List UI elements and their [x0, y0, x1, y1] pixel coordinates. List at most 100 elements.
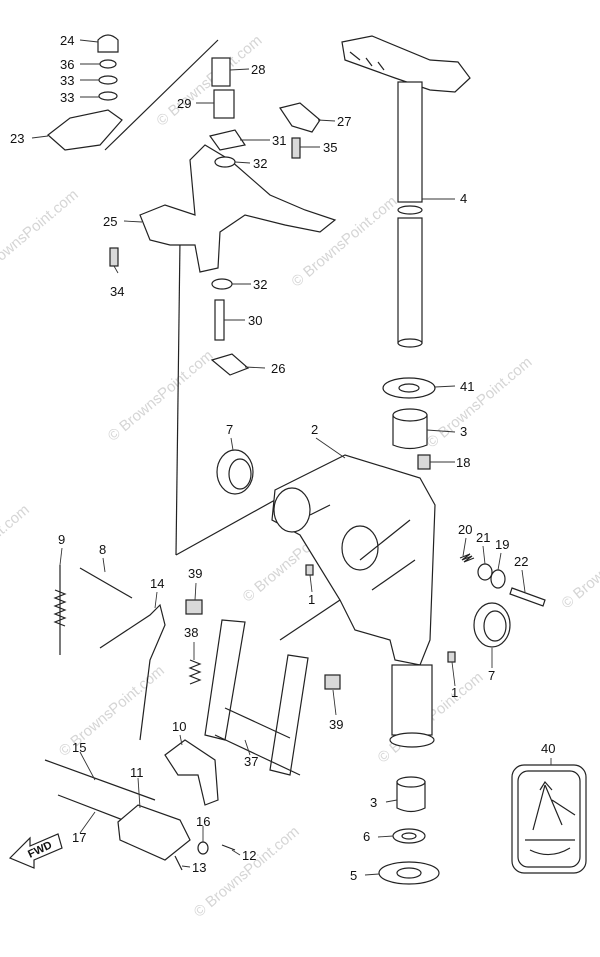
bracket-slots [349, 51, 385, 71]
clamp-lever-part [139, 144, 337, 273]
callout-13: 13 [192, 860, 206, 875]
callout-29: 29 [177, 96, 191, 111]
callout-30: 30 [248, 313, 262, 328]
callout-21: 21 [476, 530, 490, 545]
spring-20-part [459, 553, 475, 563]
callout-14: 14 [150, 576, 164, 591]
fwd-arrow-icon [8, 833, 63, 869]
plate-26-part [210, 353, 250, 376]
lever-arm-left [204, 619, 246, 741]
callout-39: 39 [329, 717, 343, 732]
plate-27-part [279, 102, 321, 133]
watermark-text: © BrownsPoint.com [288, 193, 400, 291]
bolt-22-part [509, 587, 546, 607]
lower-bushing-part [396, 781, 426, 813]
callout-15: 15 [72, 740, 86, 755]
decal-inner [517, 770, 581, 868]
collar-28-part [211, 57, 231, 87]
callout-labels: 1 1 2 3 3 4 5 6 7 7 8 9 10 11 12 13 14 1… [10, 33, 555, 883]
pin-13-part [174, 855, 183, 871]
pin-12-part [221, 844, 236, 851]
decal-40-part [511, 764, 587, 874]
callout-34: 34 [110, 284, 124, 299]
washer-16-part [197, 841, 209, 855]
callout-41: 41 [460, 379, 474, 394]
callout-5: 5 [350, 868, 357, 883]
grease-nipple-part [305, 564, 314, 576]
washer-21-part [477, 563, 493, 581]
callout-11: 11 [130, 765, 144, 780]
callout-23: 23 [10, 131, 24, 146]
spring-38-part [188, 659, 202, 685]
lever-14-part [99, 603, 166, 741]
cap-nut-24-part [97, 34, 119, 53]
callout-25: 25 [103, 214, 117, 229]
callout-24: 24 [60, 33, 74, 48]
callout-1: 1 [308, 592, 315, 607]
callout-4: 4 [460, 191, 467, 206]
tilt-lever-37-part [204, 619, 309, 776]
shaft-end [397, 338, 423, 348]
watermark-text: © BrownsPoint.com [423, 354, 535, 452]
callout-6: 6 [363, 829, 370, 844]
collar-29-part [213, 89, 235, 119]
swivel-tube-end [389, 732, 435, 748]
bushing-top [392, 408, 428, 422]
bushing-key-part [417, 454, 431, 470]
callout-2: 2 [311, 422, 318, 437]
callout-28: 28 [251, 62, 265, 77]
fwd-arrow: FWD [8, 833, 63, 869]
callout-31: 31 [272, 133, 286, 148]
swivel-bore-left [273, 487, 311, 533]
swivel-bracket-part [271, 454, 436, 748]
bushing-top [396, 776, 426, 788]
callout-32: 32 [253, 277, 267, 292]
callout-20: 20 [458, 522, 472, 537]
callout-9: 9 [58, 532, 65, 547]
washer-hole [401, 832, 417, 840]
watermark-text: © BrownsPoint.com [191, 823, 303, 921]
holder-11-part [117, 804, 191, 861]
bracket-ribs [309, 504, 416, 591]
shaft-break [397, 205, 423, 215]
leader-lines [31, 39, 552, 876]
callout-17: 17 [72, 830, 86, 845]
callout-7: 7 [488, 668, 495, 683]
plug-right-part [473, 602, 511, 648]
lever-bar [214, 734, 301, 776]
boundary-line [279, 599, 341, 641]
callout-27: 27 [337, 114, 351, 129]
pin-8-part [79, 567, 133, 599]
callout-35: 35 [323, 140, 337, 155]
washer-33-part [98, 75, 118, 85]
callout-38: 38 [184, 625, 198, 640]
washer-33-part [98, 91, 118, 101]
plug-left-part [216, 449, 254, 495]
tilt-lever-icon [532, 780, 576, 831]
steering-bracket-head [341, 35, 471, 93]
lever-plate-23-part [47, 109, 123, 151]
steering-shaft-part [341, 35, 471, 348]
boundary-line [104, 39, 219, 151]
spring-9-part [53, 565, 67, 655]
swivel-tube [391, 664, 433, 736]
callout-3: 3 [460, 424, 467, 439]
watermark-layer: © BrownsPoint.com © BrownsPoint.com © Br… [0, 32, 600, 921]
bolt-39-part [185, 599, 203, 615]
watermark-text: © BrownsPoint.com [0, 501, 33, 599]
boundary-line [175, 239, 181, 556]
callout-12: 12 [242, 848, 256, 863]
lever-arm-right [269, 654, 309, 776]
callout-3: 3 [370, 795, 377, 810]
callout-16: 16 [196, 814, 210, 829]
watermark-text: © BrownsPoint.com [0, 186, 82, 284]
callout-33: 33 [60, 73, 74, 88]
callout-40: 40 [541, 741, 555, 756]
callout-18: 18 [456, 455, 470, 470]
callout-39: 39 [188, 566, 202, 581]
callout-36: 36 [60, 57, 74, 72]
watermark-text: © BrownsPoint.com [153, 32, 265, 130]
watermark-text: © BrownsPoint.com [558, 514, 600, 612]
rod-15-part [44, 759, 156, 801]
